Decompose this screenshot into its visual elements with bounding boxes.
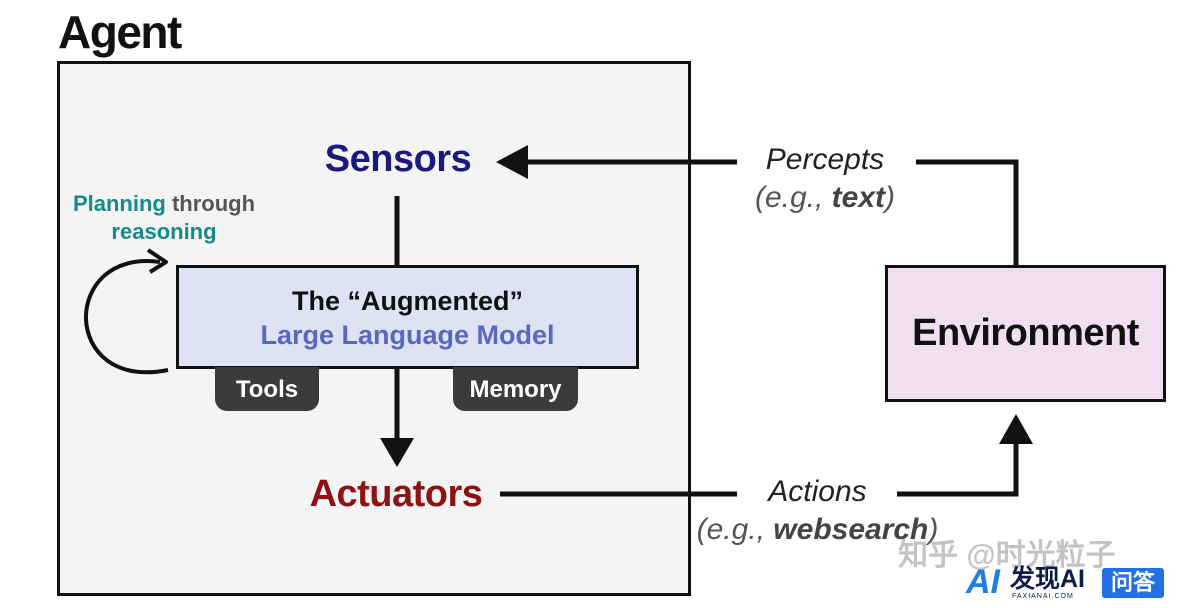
- llm-title-line1: The “Augmented”: [291, 286, 523, 316]
- planning-loop-arrowhead: [146, 248, 168, 274]
- actions-arrowhead: [999, 414, 1033, 444]
- logo-badge: 问答: [1102, 568, 1164, 598]
- memory-tab: Memory: [453, 367, 578, 411]
- actions-label: Actions (e.g., websearch): [680, 473, 955, 549]
- planning-loop-arc: [84, 259, 169, 375]
- logo-ai-icon: AI: [966, 563, 1000, 601]
- percepts-label: Percepts (e.g., text): [740, 141, 910, 217]
- llm-to-actuators-arrowhead: [380, 438, 414, 467]
- logo-text: 发现AI: [1010, 565, 1086, 593]
- actions-example-value: websearch: [773, 513, 929, 546]
- through-word: through: [165, 191, 256, 216]
- llm-title-line2: Large Language Model: [260, 320, 555, 350]
- actions-title: Actions: [768, 475, 867, 508]
- percepts-example-value: text: [831, 181, 886, 214]
- planning-word: Planning: [72, 191, 166, 216]
- percepts-example: (e.g., text): [754, 181, 896, 214]
- planning-label: Planning through reasoning: [64, 190, 264, 246]
- logo-subtext: FAXIANAI.COM: [1012, 593, 1074, 600]
- percepts-arrowhead: [496, 145, 528, 179]
- reasoning-word: reasoning: [111, 219, 217, 244]
- agent-title: Agent: [58, 6, 182, 58]
- percepts-title: Percepts: [765, 143, 885, 176]
- actions-path-right: [897, 440, 1019, 497]
- watermark-text: 知乎 @时光粒子: [898, 539, 1116, 572]
- actions-example: (e.g., websearch): [696, 513, 939, 546]
- environment-box: Environment: [885, 265, 1166, 402]
- tools-tab: Tools: [215, 367, 319, 411]
- actuators-label: Actuators: [309, 473, 483, 515]
- environment-label: Environment: [912, 312, 1139, 354]
- llm-box: The “Augmented” Large Language Model: [176, 265, 639, 369]
- sensors-label: Sensors: [324, 138, 472, 180]
- percepts-path-right: [916, 159, 1019, 265]
